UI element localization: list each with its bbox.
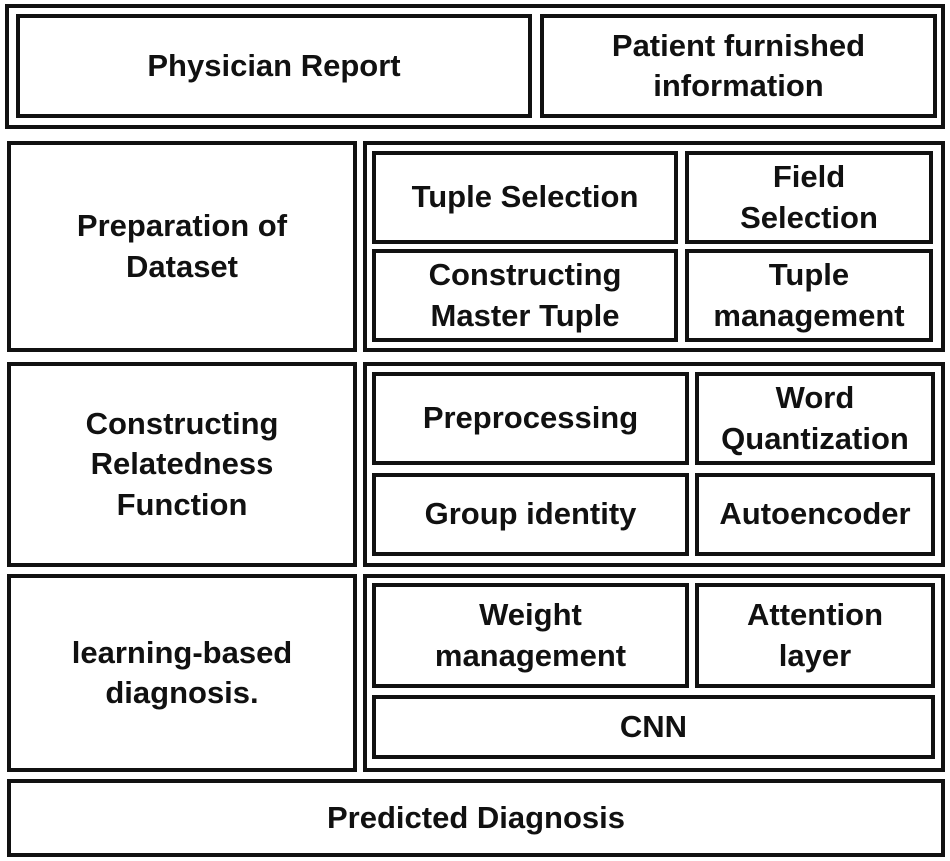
- step-constructing-master-tuple: Constructing Master Tuple: [372, 249, 678, 342]
- stage-learning-based-diagnosis: learning-based diagnosis.: [7, 574, 357, 772]
- predicted-diagnosis-box: Predicted Diagnosis: [7, 779, 945, 857]
- step-cnn: CNN: [372, 695, 935, 759]
- step-preprocessing: Preprocessing: [372, 372, 689, 465]
- stage-preparation-of-dataset: Preparation of Dataset: [7, 141, 357, 352]
- step-tuple-management: Tuple management: [685, 249, 933, 342]
- step-autoencoder: Autoencoder: [695, 473, 935, 556]
- step-word-quantization: Word Quantization: [695, 372, 935, 465]
- step-tuple-selection: Tuple Selection: [372, 151, 678, 244]
- step-attention-layer: Attention layer: [695, 583, 935, 688]
- step-group-identity: Group identity: [372, 473, 689, 556]
- patient-info-box: Patient furnished information: [540, 14, 937, 118]
- physician-report-box: Physician Report: [16, 14, 532, 118]
- step-weight-management: Weight management: [372, 583, 689, 688]
- stage-constructing-relatedness-function: Constructing Relatedness Function: [7, 362, 357, 567]
- step-field-selection: Field Selection: [685, 151, 933, 244]
